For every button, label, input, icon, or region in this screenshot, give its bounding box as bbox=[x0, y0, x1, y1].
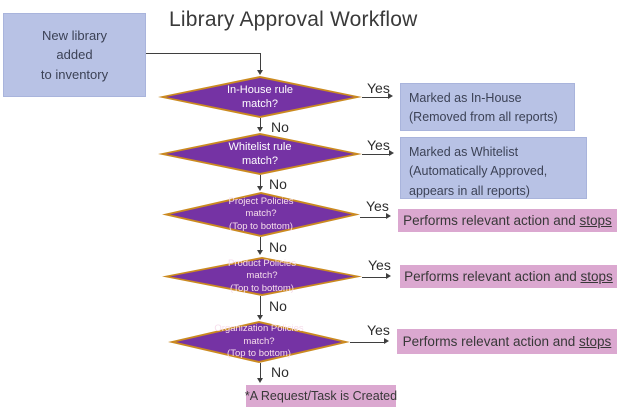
connector-line bbox=[260, 237, 262, 251]
connector-line bbox=[360, 217, 387, 219]
arrowhead-right bbox=[389, 150, 394, 156]
edge-label-yes: Yes bbox=[368, 257, 391, 273]
connector-line bbox=[350, 342, 385, 344]
outcome-product-action-box: Performs relevant action and stops bbox=[400, 265, 617, 288]
decision-label: Organization Policies match? (Top to bot… bbox=[214, 323, 304, 360]
outcome-organization-action-box: Performs relevant action and stops bbox=[397, 329, 617, 354]
edge-label-yes: Yes bbox=[367, 137, 390, 153]
connector-line bbox=[146, 53, 260, 55]
arrowhead-down bbox=[257, 186, 263, 191]
outcome-in-house-box: Marked as In-House (Removed from all rep… bbox=[400, 83, 575, 131]
arrowhead-right bbox=[388, 93, 393, 99]
connector-line bbox=[362, 277, 387, 279]
edge-label-yes: Yes bbox=[366, 198, 389, 214]
decision-whitelist-rule: Whitelist rule match? bbox=[158, 133, 362, 175]
edge-label-yes: Yes bbox=[367, 80, 390, 96]
page-title: Library Approval Workflow bbox=[169, 8, 418, 31]
decision-label: Project Policies match? (Top to bottom) bbox=[228, 195, 294, 232]
start-node-line: to inventory bbox=[40, 66, 109, 82]
start-node-new-library: New library added to inventory bbox=[3, 13, 146, 97]
arrowhead-down bbox=[257, 70, 263, 75]
edge-label-yes: Yes bbox=[367, 322, 390, 338]
connector-line bbox=[362, 97, 389, 99]
decision-organization-policies: Organization Policies match? (Top to bot… bbox=[168, 321, 350, 363]
decision-product-policies: Product Policies match? (Top to bottom) bbox=[162, 257, 362, 296]
arrowhead-right bbox=[386, 213, 391, 219]
connector-line bbox=[260, 118, 262, 128]
decision-project-policies: Project Policies match? (Top to bottom) bbox=[162, 192, 360, 237]
terminal-request-task-box: *A Request/Task is Created bbox=[245, 385, 397, 407]
arrowhead-down bbox=[257, 127, 263, 132]
arrowhead-right bbox=[386, 273, 391, 279]
edge-label-no: No bbox=[271, 119, 289, 135]
edge-label-no: No bbox=[271, 364, 289, 380]
connector-line bbox=[260, 175, 262, 187]
arrowhead-down bbox=[257, 315, 263, 320]
connector-line bbox=[260, 296, 262, 316]
connector-line bbox=[260, 53, 262, 71]
arrowhead-down bbox=[257, 250, 263, 255]
edge-label-no: No bbox=[269, 176, 287, 192]
decision-in-house-rule: In-House rule match? bbox=[158, 76, 362, 118]
decision-label: In-House rule match? bbox=[226, 83, 294, 110]
decision-label: Whitelist rule match? bbox=[228, 140, 292, 167]
arrowhead-right bbox=[384, 338, 389, 344]
decision-label: Product Policies match? (Top to bottom) bbox=[227, 257, 297, 294]
outcome-whitelist-box: Marked as Whitelist (Automatically Appro… bbox=[400, 137, 587, 199]
connector-line bbox=[260, 363, 262, 379]
start-node-line: New library bbox=[41, 27, 107, 43]
outcome-project-action-box: Performs relevant action and stops bbox=[398, 209, 617, 232]
edge-label-no: No bbox=[269, 239, 287, 255]
start-node-line: added bbox=[56, 47, 93, 63]
arrowhead-down bbox=[257, 378, 263, 383]
edge-label-no: No bbox=[269, 298, 287, 314]
connector-line bbox=[362, 154, 390, 156]
